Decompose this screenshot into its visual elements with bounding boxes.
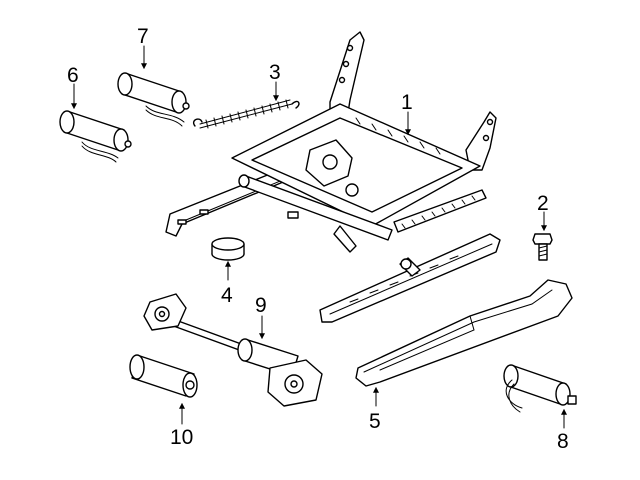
callout-label-5: 5 bbox=[369, 410, 381, 433]
motor-upper-left bbox=[59, 110, 132, 163]
side-trim-cover bbox=[355, 279, 573, 387]
callout-label-10: 10 bbox=[170, 426, 193, 449]
drive-shaft-gearbox bbox=[143, 293, 323, 407]
callout-label-1: 1 bbox=[401, 91, 413, 114]
callout-label-7: 7 bbox=[137, 25, 149, 48]
callout-label-4: 4 bbox=[221, 284, 233, 307]
callout-label-6: 6 bbox=[67, 64, 79, 87]
callout-label-2: 2 bbox=[537, 192, 549, 215]
callout-label-3: 3 bbox=[269, 61, 281, 84]
motor-lower-left bbox=[129, 354, 198, 398]
frame-teeth bbox=[355, 117, 441, 155]
callout-label-8: 8 bbox=[557, 430, 569, 453]
callout-arrows bbox=[71, 45, 567, 429]
motor-lower-right bbox=[503, 364, 577, 413]
callout-label-9: 9 bbox=[255, 294, 267, 317]
motor-upper bbox=[117, 72, 190, 127]
bumper-grommet bbox=[211, 237, 245, 261]
bolt bbox=[532, 233, 553, 261]
tension-spring bbox=[193, 99, 300, 129]
seat-frame-assembly bbox=[165, 31, 501, 323]
